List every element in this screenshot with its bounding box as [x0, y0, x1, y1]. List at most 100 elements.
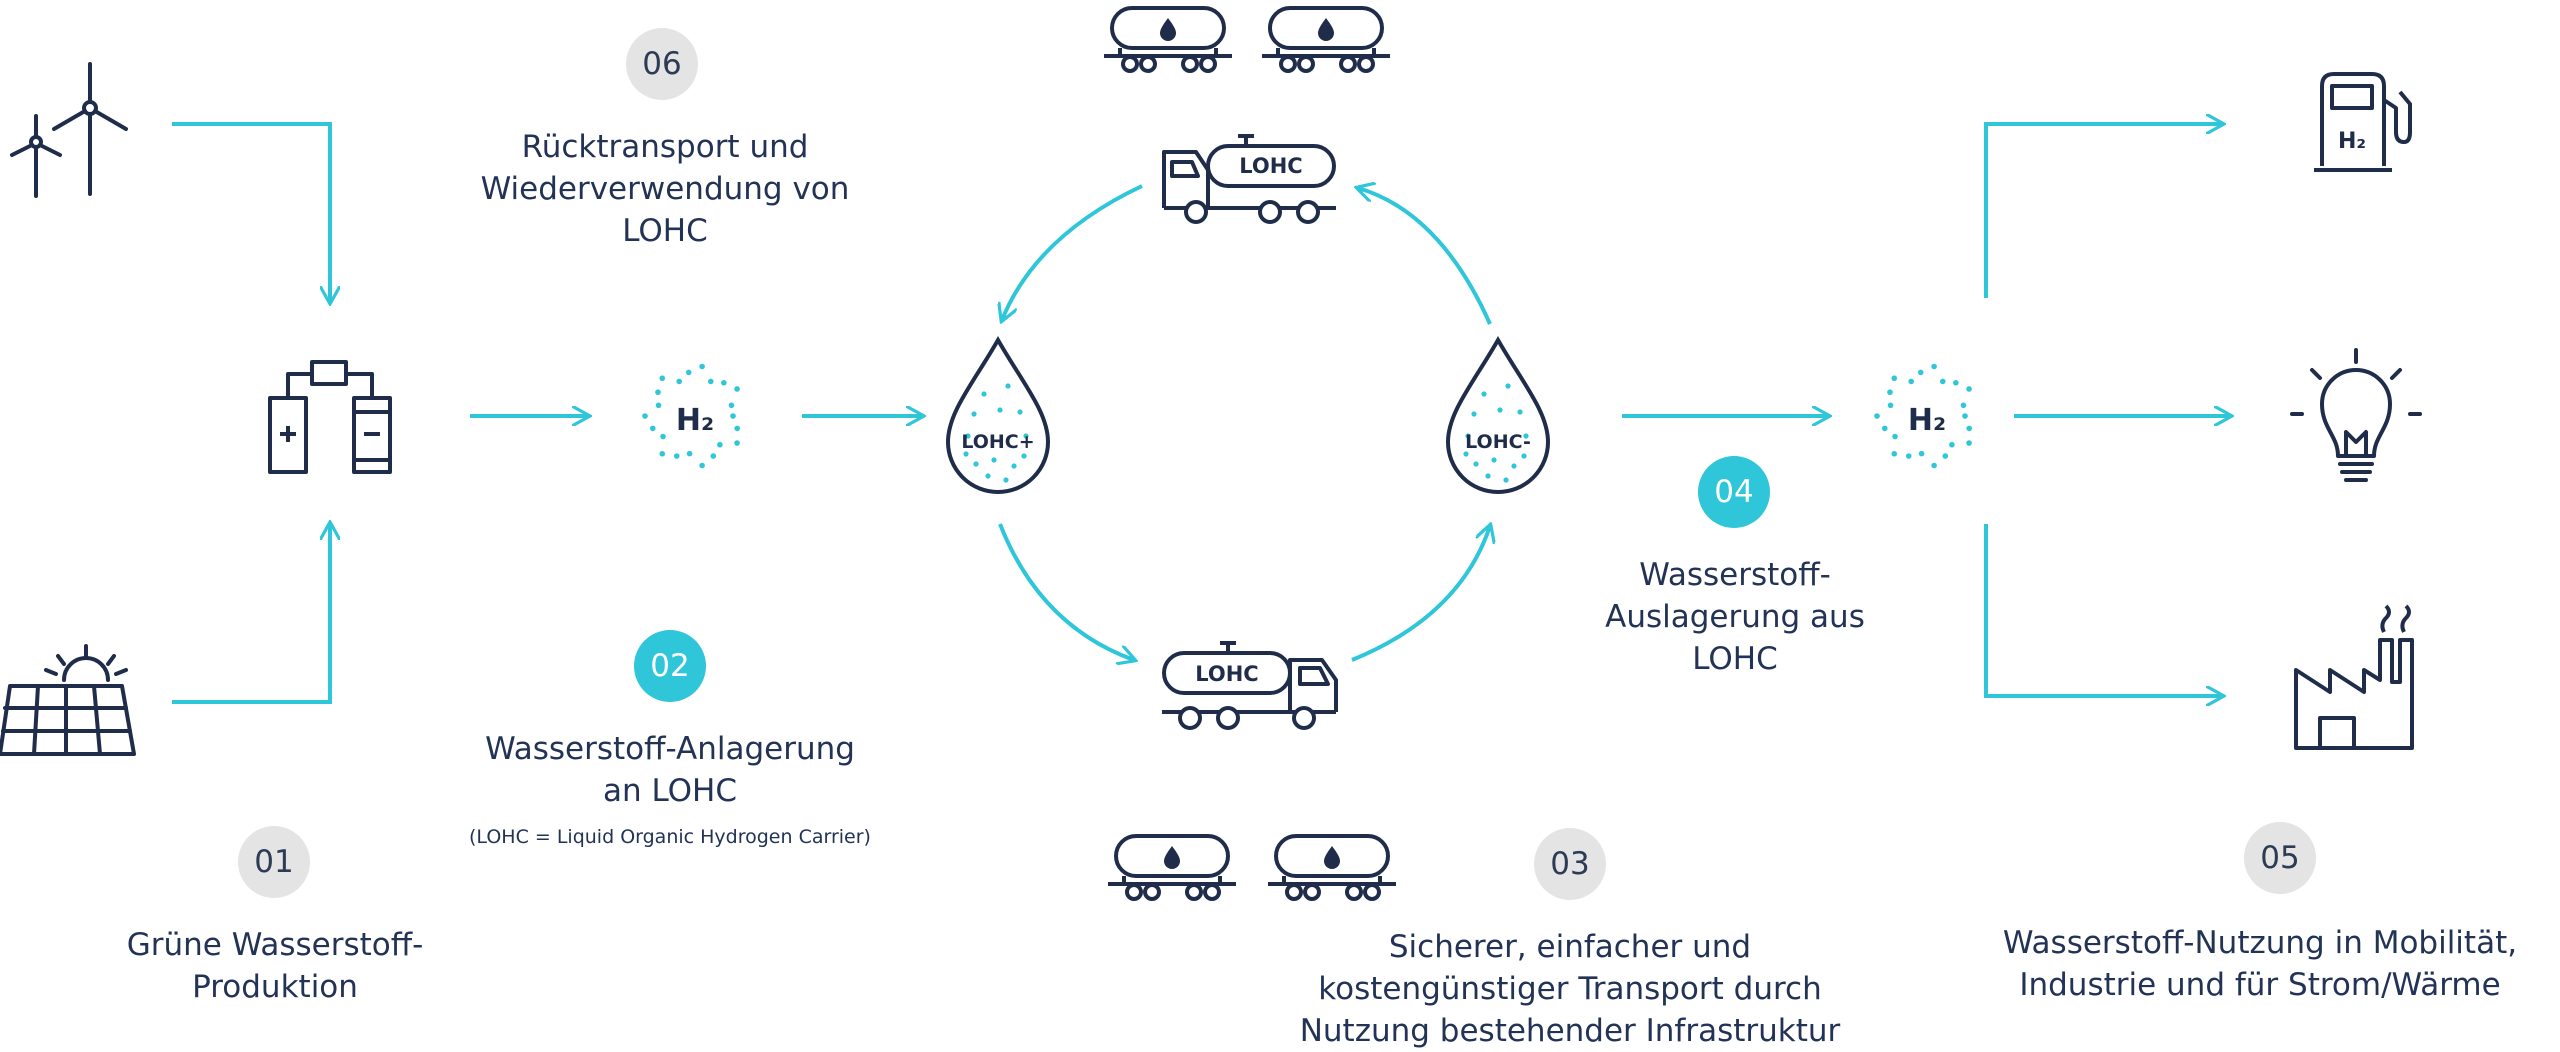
lohc-dot — [1505, 383, 1511, 389]
lohc-dot — [1463, 451, 1469, 457]
lohc-dot — [991, 457, 997, 463]
lohc-dot — [963, 451, 969, 457]
truck-lohc-label: LOHC — [1195, 662, 1258, 686]
rail-tank-car-icon — [1104, 6, 1232, 73]
h2-dot — [734, 425, 741, 432]
rail-tank-car-icon — [1108, 834, 1236, 901]
h2-dot — [1960, 402, 1967, 409]
h2-dot — [717, 441, 723, 448]
lohc-dot — [973, 461, 979, 467]
h2-dot — [649, 425, 656, 432]
arrow-truck-to-lohc-minus — [1351, 526, 1490, 662]
h2-fuel-pump-icon: H₂ — [2314, 72, 2412, 172]
h2-dot — [1874, 413, 1880, 419]
arrow-h2-to-fuel-pump — [1984, 124, 2222, 298]
lohc-dot — [1517, 409, 1523, 415]
h2-dot — [1891, 375, 1898, 382]
h2-dot — [1881, 425, 1888, 432]
h2-dot — [1917, 369, 1924, 376]
h2-molecule-icon: H₂ — [642, 363, 741, 469]
h2-dot — [710, 453, 717, 459]
h2-dot — [1908, 378, 1915, 385]
arrow-h2-to-factory — [1984, 524, 2222, 696]
h2-dot — [1966, 386, 1972, 392]
step-06-line: Rücktransport und — [521, 129, 809, 165]
step-03-line: kostengünstiger Transport durch — [1318, 971, 1822, 1007]
arrow-lohc-plus-to-truck — [998, 523, 1134, 660]
lohc-dot — [965, 433, 971, 439]
lohc-definition-note: (LOHC = Liquid Organic Hydrogen Carrier) — [469, 826, 871, 848]
h2-dot — [707, 378, 714, 385]
lohc-dot — [997, 407, 1003, 413]
lohc-dot — [1503, 477, 1509, 483]
lohc-minus-label: LOHC- — [1465, 431, 1531, 453]
step-03-line: Sicherer, einfacher und — [1388, 929, 1752, 965]
lohc-dot — [1473, 461, 1479, 467]
lohc-dot — [985, 473, 991, 479]
h2-dot — [1942, 453, 1949, 459]
lohc-dot — [1485, 473, 1491, 479]
h2-dot — [642, 413, 648, 419]
lohc-minus-drop-icon: LOHC- — [1445, 335, 1551, 494]
h2-dot — [1887, 389, 1893, 396]
h2-dot — [1966, 425, 1973, 432]
h2-dot — [730, 413, 736, 419]
step-badge-01: 01 — [238, 826, 310, 898]
h2-label: H₂ — [676, 403, 714, 438]
lohc-dot — [1471, 411, 1477, 417]
h2-dot — [673, 453, 680, 459]
h2-dot — [1905, 453, 1912, 459]
step-06-label: Rücktransport und Wiederverwendung von L… — [440, 126, 890, 252]
step-badge-06: 06 — [626, 28, 698, 100]
h2-dot — [734, 440, 740, 446]
h2-dot — [659, 375, 666, 382]
h2-dot — [1891, 450, 1898, 457]
lohc-plus-drop-icon: LOHC+ — [945, 335, 1051, 494]
step-02-label: Wasserstoff-Anlagerung an LOHC — [440, 728, 900, 812]
step-05-label: Wasserstoff-Nutzung in Mobilität, Indust… — [1960, 922, 2560, 1006]
tank-truck-icon: LOHC — [1162, 134, 1336, 224]
arrow-wind-to-electrolyzer — [172, 122, 330, 302]
step-06-line: LOHC — [622, 213, 708, 249]
step-badge-05: 05 — [2244, 822, 2316, 894]
step-04-line: Wasserstoff- — [1639, 557, 1831, 593]
h2-dot — [734, 386, 740, 392]
lohc-dot — [971, 411, 977, 417]
lohc-dot — [1003, 477, 1009, 483]
step-03-label: Sicherer, einfacher und kostengünstiger … — [1250, 926, 1890, 1052]
h2-dot — [1962, 413, 1968, 419]
step-01-line: Grüne Wasserstoff- — [126, 927, 424, 963]
step-04-line: Auslagerung aus — [1605, 599, 1865, 635]
h2-dot — [721, 379, 727, 386]
h2-dot — [686, 450, 693, 457]
lohc-dot — [1005, 383, 1011, 389]
step-01-line: Produktion — [192, 969, 358, 1005]
lohc-dot — [1523, 433, 1529, 439]
h2-dot — [685, 369, 692, 376]
h2-dot — [699, 363, 705, 370]
h2-dot — [1949, 441, 1955, 448]
lohc-dot — [1481, 391, 1487, 397]
h2-dot — [1931, 363, 1937, 370]
h2-dot — [699, 462, 705, 469]
lohc-dot — [1023, 433, 1029, 439]
lohc-dot — [1465, 433, 1471, 439]
step-02-line: Wasserstoff-Anlagerung — [485, 731, 855, 767]
h2-dot — [660, 433, 666, 440]
step-05-line: Industrie und für Strom/Wärme — [2019, 967, 2501, 1003]
rail-tank-car-icon — [1262, 6, 1390, 73]
step-04-line: LOHC — [1692, 641, 1778, 677]
step-02-line: an LOHC — [602, 773, 738, 809]
h2-dot — [1953, 379, 1959, 386]
step-badge-03: 03 — [1534, 828, 1606, 900]
h2-dot — [1887, 402, 1894, 409]
truck-lohc-label: LOHC — [1239, 154, 1302, 178]
lohc-dot — [1521, 453, 1527, 459]
lohc-dot — [1511, 463, 1517, 469]
light-bulb-icon — [2290, 348, 2422, 482]
lohc-plus-label: LOHC+ — [961, 431, 1034, 453]
step-06-line: Wiederverwendung von — [480, 171, 850, 207]
step-badge-02: 02 — [634, 630, 706, 702]
